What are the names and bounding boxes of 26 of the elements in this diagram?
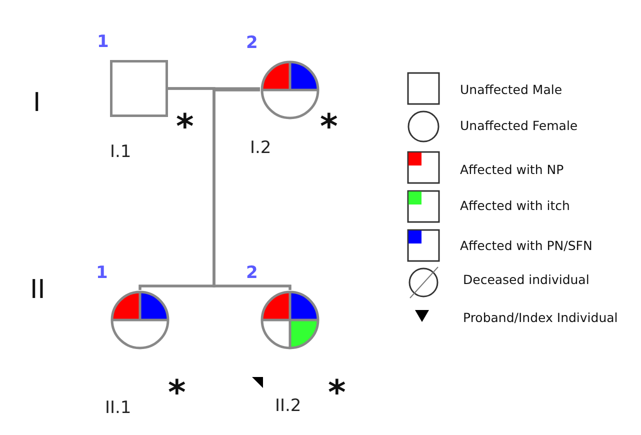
generation-label: II	[30, 275, 46, 305]
asterisk-mark: *	[328, 378, 346, 408]
legend-text: Unaffected Female	[460, 118, 578, 133]
legend-text: Affected with PN/SFN	[460, 238, 592, 253]
female-symbol	[110, 290, 170, 350]
individual-id: I.2	[250, 138, 272, 158]
asterisk-mark: *	[168, 378, 186, 408]
individual-number: 1	[97, 32, 109, 52]
legend-text: Affected with itch	[460, 198, 570, 213]
individual-id: I.1	[110, 142, 132, 162]
individual-number: 1	[96, 263, 108, 283]
individual-number: 2	[246, 263, 258, 283]
legend-text: Proband/Index Individual	[463, 310, 618, 325]
asterisk-mark: *	[176, 112, 194, 142]
individual-number: 2	[246, 33, 258, 53]
male-symbol	[110, 60, 168, 117]
generation-label: I	[33, 88, 41, 118]
female-symbol	[260, 60, 320, 120]
legend-text: Deceased individual	[463, 272, 590, 287]
asterisk-mark: *	[320, 112, 338, 142]
legend-text: Unaffected Male	[460, 82, 562, 97]
pedigree-line	[212, 88, 292, 290]
individual-id: II.1	[105, 398, 132, 418]
female-symbol	[260, 290, 320, 350]
individual-id: II.2	[275, 396, 302, 416]
legend-text: Affected with NP	[460, 162, 564, 177]
